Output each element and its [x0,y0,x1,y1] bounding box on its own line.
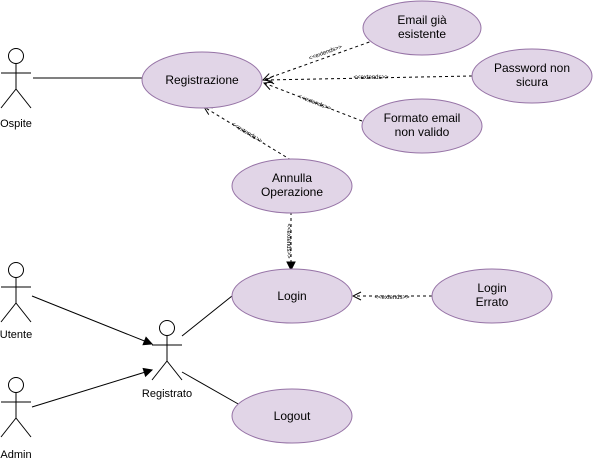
use-case-login-errato[interactable]: Login Errato [431,268,553,324]
generalization-utente-registrato [31,295,152,344]
extends-email-esistente: <<extends>> [263,39,376,80]
extends-label: <<extends>> [285,223,291,259]
actor-admin[interactable] [0,377,32,438]
use-case-login[interactable]: Login [231,268,353,324]
use-case-label: Password non [494,61,570,75]
use-case-registrazione[interactable]: Registrazione [141,51,263,109]
use-case-label: Operazione [261,185,323,199]
use-case-label: Login [277,289,306,303]
extends-password-non-sicura: <<extends>> [266,75,473,81]
generalization-admin-registrato [31,370,152,408]
actor-registrato[interactable] [151,320,183,381]
actor-label-admin: Admin [0,449,31,461]
use-case-annulla-operazione[interactable]: Annulla Operazione [231,158,353,214]
use-case-logout[interactable]: Logout [231,388,353,444]
extends-label: <<extends>> [374,295,410,301]
extends-login-errato: <<extends>> [353,295,432,301]
extends-annulla-registrazione: <<extends>> [204,107,292,161]
use-case-formato-email-non-valido[interactable]: Formato email non valido [361,98,483,154]
assoc-registrato-login [181,295,233,337]
extends-annulla-login: <<extends>> [285,212,291,270]
actor-label-registrato: Registrato [142,388,192,400]
extends-label: <<extends>> [297,94,332,112]
use-case-email-gia-esistente[interactable]: Email già esistente [362,0,482,56]
extends-label: <<extends>> [230,122,264,145]
actor-label-ospite: Ospite [0,118,32,130]
actor-label-utente: Utente [0,329,32,341]
use-case-password-non-sicura[interactable]: Password non sicura [471,48,593,104]
use-case-label: Registrazione [165,73,239,87]
use-case-label: Login [477,281,506,295]
use-case-label: Errato [476,295,509,309]
extends-formato-email: <<extends>> [264,83,363,122]
use-case-label: sicura [516,75,548,89]
actor-utente[interactable] [0,262,32,323]
use-case-label: non valido [395,125,450,139]
extends-label: <<extends>> [353,75,389,81]
use-case-label: esistente [398,27,446,41]
use-case-label: Logout [274,409,311,423]
assoc-registrato-logout [181,371,241,406]
use-case-label: Email già [397,13,447,27]
actor-ospite[interactable] [0,48,32,109]
use-case-label: Annulla [272,171,312,185]
use-case-label: Formato email [384,111,461,125]
